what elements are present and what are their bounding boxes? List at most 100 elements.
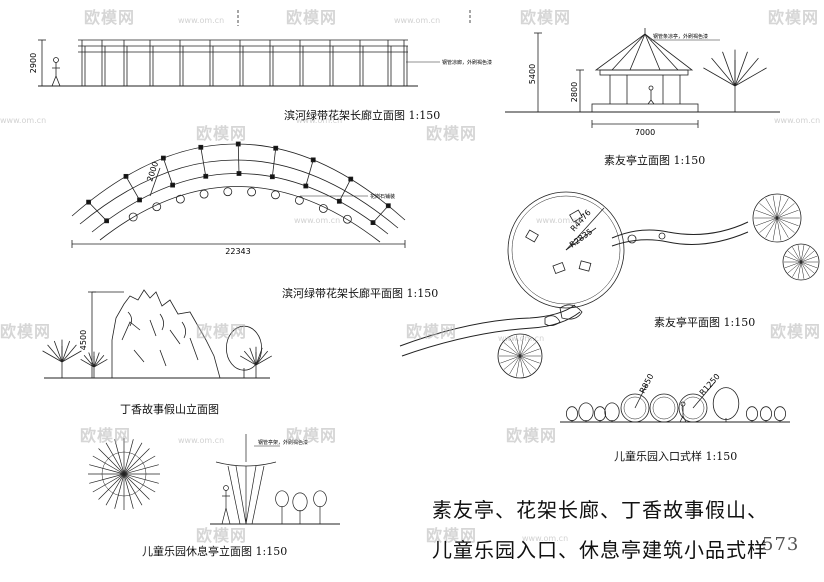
plan-tree-stroke [519,355,537,370]
planter-circle [294,195,304,205]
corridor-elevation-drawing [38,10,440,87]
playground-title: 儿童乐园入口式样 1:150 [614,450,738,463]
plan-tree-stroke [776,198,789,219]
pavilion-elevation-drawing [469,10,780,128]
corridor-elevation-title: 滨河绿带花架长廊立面图 1:150 [284,109,441,122]
starburst-ray [114,473,125,509]
plan-tree-stroke [503,342,521,357]
tree-branch [93,358,108,368]
plan-tree-stroke [772,195,778,219]
watermark-logo: 欧模网 [506,426,558,445]
corridor-beam [271,148,277,177]
starburst-ray [98,473,125,500]
rockery-height-label: 4500 [79,330,88,350]
tree-branch [88,352,95,368]
plan-tree-stroke [759,203,778,219]
watermark-url: www.om.cn [498,334,545,343]
tree-crown [225,325,262,371]
watermark-logo: 欧模网 [196,124,248,143]
plan-tree-stroke [519,355,540,364]
planter-circle [128,212,138,222]
tree-crown [313,490,327,508]
planter-circle [247,187,257,197]
plan-tree-stroke [797,261,802,279]
corridor-beam [305,159,314,187]
starburst-ray [105,442,125,475]
planter-circle [318,204,328,213]
plan-tree-stroke [772,217,778,241]
corridor-beam [372,205,389,223]
rest-pavilion-title: 儿童乐园休息亭立面图 1:150 [142,545,288,558]
corridor-elev-height-label: 2900 [29,53,38,73]
watermark-url: www.om.cn [0,116,47,125]
watermark-logo: 欧模网 [520,8,572,27]
watermark-logo: 欧模网 [84,8,136,27]
summary-line-1: 素友亭、花架长廊、丁香故事假山、 [432,498,768,522]
tree-branch [61,340,71,363]
watermark-logo: 欧模网 [286,426,338,445]
starburst-ray [123,473,143,506]
starburst-ray [89,464,125,475]
starburst-ray [105,473,125,506]
tree-branch [703,67,736,87]
plan-tree-stroke [800,245,805,263]
plan-tree-stroke [787,261,802,274]
watermark-logo: 欧模网 [80,426,132,445]
plan-tree-stroke [516,335,521,357]
plan-tree-stroke [800,261,815,274]
planter-circle [223,187,233,197]
tree-branch [93,354,105,368]
plan-tree-stroke [800,261,810,277]
corridor-plan-length-label: 22343 [225,247,250,256]
watermark-logo: 欧模网 [0,322,52,341]
plan-tree-stroke [776,209,799,219]
watermark-logo: 欧模网 [286,8,338,27]
watermark-logo: 欧模网 [768,8,820,27]
starburst-ray [123,473,159,484]
plan-tree-stroke [776,217,782,241]
plan-tree-stroke [792,261,802,277]
plan-tree-stroke [800,255,818,263]
playground-entrance-drawing [560,381,790,423]
starburst-ray [123,448,150,475]
plan-tree-stroke [755,209,778,219]
plan-tree-stroke [509,337,521,357]
planter-circle [175,194,185,204]
corridor-elev-note: 钢管凉廊，外刷褐色漆 [442,59,492,66]
planter-circle [342,214,352,224]
planter-circle [271,190,280,200]
watermark-url: www.om.cn [294,216,341,225]
starburst-ray [98,448,125,475]
corridor-plan-width-label: 2000 [145,160,160,182]
tree-crown [774,406,787,422]
starburst-ray [123,473,156,493]
starburst-ray [123,442,143,475]
starburst-ray [123,473,134,509]
tree-crown [275,490,289,508]
plan-tree-stroke [776,217,799,227]
plan-tree-stroke [776,203,795,219]
playground-dim-a: R850 [638,372,656,395]
tree-branch [243,350,257,366]
tree-branch [93,352,100,368]
plan-tree-stroke [503,355,521,370]
pavilion-plan-title: 素友亭平面图 1:150 [654,316,756,329]
starburst-ray [123,473,150,500]
watermark-url: www.om.cn [536,216,583,225]
starburst-ray [123,464,159,475]
plan-tree-stroke [519,355,524,377]
tree-crown [712,387,740,421]
corridor-beam [125,176,140,201]
summary-line-2: 儿童乐园入口、休息亭建筑小品式样 [432,538,768,562]
plan-tree-stroke [787,250,802,263]
watermark-logo: 欧模网 [196,526,248,545]
starburst-ray [89,473,125,484]
watermark-logo: 欧模网 [406,322,458,341]
rockery-title: 丁香故事假山立面图 [120,403,219,416]
plan-tree-stroke [500,348,521,357]
tree-branch [42,350,63,363]
tree-crown [594,406,607,422]
plan-tree-stroke [784,255,802,263]
plan-tree-stroke [792,247,802,263]
